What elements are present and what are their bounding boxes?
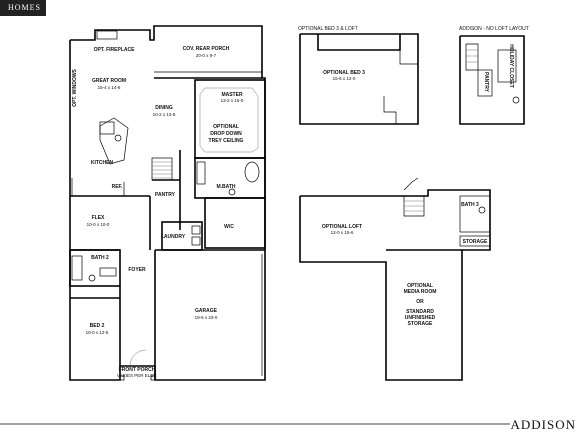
label-storage-small: STORAGE [463, 239, 488, 245]
vanity [197, 162, 205, 184]
label-fireplace: OPT. FIREPLACE [94, 47, 136, 53]
main-stair [152, 158, 172, 180]
optional-loft-plan: OPTIONAL LOFT 12-0 x 15-6 BATH 3 STORAGE… [300, 178, 490, 380]
label-kitchen: KITCHEN [91, 160, 114, 166]
bath2-tub [72, 256, 82, 280]
optional-bed3-plan: OPTIONAL BED 3 & LOFT OPTIONAL BED 3 15-… [298, 26, 418, 124]
label-media-2: MEDIA ROOM [404, 289, 437, 295]
label-laundry: LAUNDRY [161, 234, 186, 240]
no-loft-toilet [513, 97, 519, 103]
label-rear-porch: COV. REAR PORCH [183, 46, 230, 52]
label-wic: W/C [224, 224, 234, 230]
label-foyer: FOYER [128, 267, 146, 273]
no-loft-plan: ADDISON - NO LOFT LAYOUT HOLIDAY CLOSET … [459, 26, 529, 124]
dim-master: 13-2 x 15-0 [221, 98, 244, 103]
dim-opt-bed3: 15-6 x 12-0 [333, 76, 356, 81]
master-bath-wall [195, 158, 265, 198]
dim-flex: 10-0 x 10-0 [87, 222, 110, 227]
label-media-6: STORAGE [408, 321, 433, 327]
tub [245, 162, 259, 182]
washer [192, 226, 200, 234]
kitchen-counter [100, 122, 114, 134]
dim-bed2: 10-0 x 12-5 [86, 330, 109, 335]
toilet-bath2 [89, 275, 95, 281]
fireplace-box [97, 31, 117, 39]
label-front-porch-note: VARIES PER ELEV. [117, 373, 157, 378]
bed3-nook [384, 96, 396, 124]
label-bed2: BED 2 [90, 323, 105, 329]
label-dining: DINING [155, 105, 173, 111]
bath2-vanity [100, 268, 116, 276]
label-pantry: PANTRY [155, 192, 176, 198]
label-pantry2: PANTRY [483, 72, 489, 93]
dim-great-room: 15-4 x 14-6 [98, 85, 121, 90]
label-media-3: OR [416, 299, 424, 305]
label-flex: FLEX [92, 215, 105, 221]
label-windows: OPT. WINDOWS [72, 68, 78, 106]
label-garage: GARAGE [195, 308, 218, 314]
no-loft-stair [466, 44, 478, 70]
main-floor-plan: OPT. FIREPLACE COV. REAR PORCH 20-0 x 9-… [70, 26, 265, 380]
label-holiday-closet: HOLIDAY CLOSET [508, 44, 514, 88]
dryer [192, 237, 200, 245]
front-door-swing [130, 350, 146, 366]
bed3-inner-wall [318, 34, 400, 50]
dim-garage: 19-5 x 23-0 [195, 315, 218, 320]
title-no-loft: ADDISON - NO LOFT LAYOUT [459, 26, 529, 32]
bath3-toilet [479, 207, 485, 213]
loft-outer-wall [300, 190, 490, 380]
label-opt-ceiling-3: TREY CEILING [209, 138, 244, 144]
label-ref: REF. [112, 184, 123, 190]
wic-wall [205, 198, 265, 248]
label-great-room: GREAT ROOM [92, 78, 126, 84]
label-opt-ceiling-2: DROP DOWN [210, 131, 242, 137]
dim-dining: 10-2 x 13-8 [153, 112, 176, 117]
brand-name: ADDISON [511, 417, 576, 433]
label-opt-ceiling-1: OPTIONAL [213, 124, 239, 130]
title-bed3-loft: OPTIONAL BED 3 & LOFT [298, 26, 358, 32]
bed3-closet [400, 50, 418, 64]
dim-rear-porch: 20-0 x 9-7 [196, 53, 217, 58]
label-bath3: BATH 3 [461, 202, 479, 208]
dim-opt-loft: 12-0 x 15-6 [331, 230, 354, 235]
cooktop [115, 135, 121, 141]
loft-stair-rail [404, 178, 418, 190]
label-bath2: BATH 2 [91, 255, 109, 261]
label-m-bath: M.BATH [216, 184, 235, 190]
